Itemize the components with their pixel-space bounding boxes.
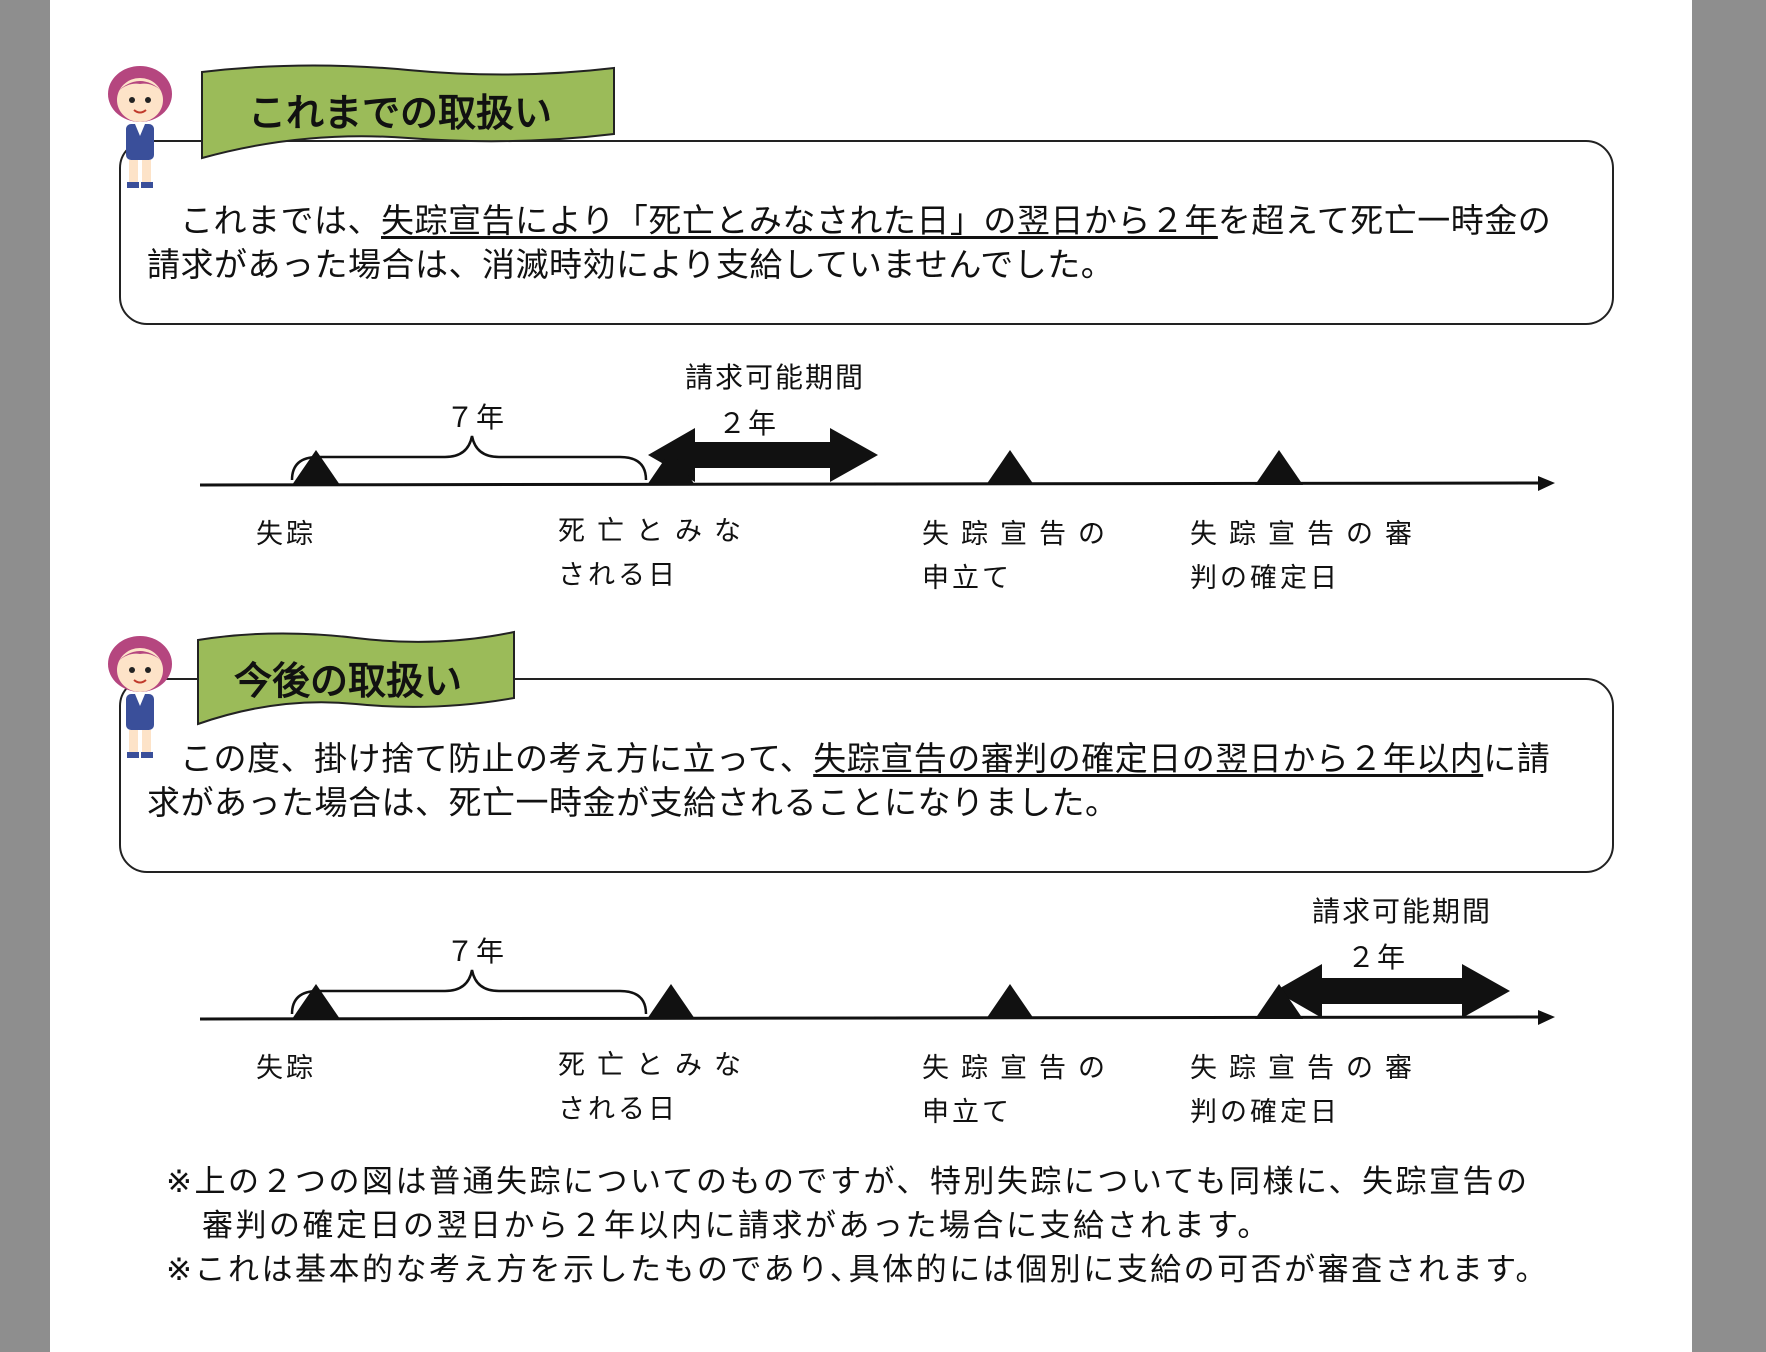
gap-years-1: ７年 — [446, 401, 507, 434]
point-deemed-death-2-line2: される日 — [558, 1094, 678, 1125]
section1-title-ribbon — [201, 64, 615, 160]
section2-title: 今後の取扱い — [234, 659, 463, 703]
point-deemed-death-2-line1: 死亡とみな — [558, 1050, 753, 1081]
point-ruling-date-2-line2: 判の確定日 — [1190, 1097, 1340, 1128]
footnote-2: ※これは基本的な考え方を示したものであり､具体的には個別に支給の可否が審査されま… — [166, 1252, 1550, 1288]
point-deemed-death-1-line1: 死亡とみな — [558, 516, 753, 547]
triangle-marker-icon — [647, 450, 695, 485]
double-arrow-icon — [648, 428, 878, 482]
timeline-diagram-1: 請求可能期間 ２年 ７年 失踪 死亡とみな される日 失踪宣告の 申立て 失踪宣… — [50, 350, 1692, 620]
double-arrow-icon — [1275, 964, 1510, 1018]
section2-box: この度、掛け捨て防止の考え方に立って、失踪宣告の審判の確定日の翌日から２年以内に… — [119, 678, 1614, 873]
triangle-marker-icon — [986, 984, 1034, 1019]
section1-box: これまでは、失踪宣告により「死亡とみなされた日」の翌日から２年を超えて死亡一時金… — [119, 140, 1614, 325]
section1-text-underlined: 失踪宣告により「死亡とみなされた日」の翌日から２年 — [381, 201, 1218, 240]
point-petition-2-line1: 失踪宣告の — [922, 1053, 1117, 1084]
point-disappearance-1: 失踪 — [256, 519, 316, 550]
section2-text-part2: に請 — [1483, 739, 1551, 778]
point-deemed-death-1-line2: される日 — [558, 560, 678, 591]
section1-text-part1: これまでは、 — [180, 201, 381, 240]
gap-years-2: ７年 — [446, 935, 507, 968]
section2-text-line2: 求があった場合は、死亡一時金が支給されることになりました。 — [147, 783, 1119, 822]
point-petition-1-line1: 失踪宣告の — [922, 519, 1117, 550]
triangle-marker-icon — [986, 450, 1034, 485]
section2-text-underlined: 失踪宣告の審判の確定日の翌日から２年以内 — [813, 739, 1484, 778]
woman-staff-icon — [108, 66, 172, 188]
point-ruling-date-1-line2: 判の確定日 — [1190, 563, 1340, 594]
period-years-1: ２年 — [718, 407, 779, 440]
point-petition-2: 失踪宣告の 申立て — [922, 1047, 1117, 1135]
triangle-marker-icon — [292, 984, 340, 1019]
point-ruling-date-2-line1: 失踪宣告の審 — [1190, 1053, 1424, 1084]
section1-title: これまでの取扱い — [248, 91, 553, 135]
section1-text: これまでは、失踪宣告により「死亡とみなされた日」の翌日から２年を超えて死亡一時金… — [147, 199, 1592, 287]
point-deemed-death-2: 死亡とみな される日 — [558, 1044, 753, 1132]
period-label-1: 請求可能期間 — [685, 361, 866, 394]
point-ruling-date-2: 失踪宣告の審 判の確定日 — [1190, 1047, 1424, 1135]
point-ruling-date-1: 失踪宣告の審 判の確定日 — [1190, 513, 1424, 601]
section2-text-part1: この度、掛け捨て防止の考え方に立って、 — [180, 739, 814, 778]
triangle-marker-icon — [1255, 450, 1303, 485]
section1-text-part2: を超えて死亡一時金の — [1217, 201, 1552, 240]
point-disappearance-2: 失踪 — [256, 1053, 316, 1084]
point-petition-1-line2: 申立て — [922, 563, 1012, 594]
document-page: これまでは、失踪宣告により「死亡とみなされた日」の翌日から２年を超えて死亡一時金… — [50, 0, 1692, 1352]
timeline-diagram-2: 請求可能期間 ２年 ７年 失踪 死亡とみな される日 失踪宣告の 申立て 失踪宣… — [50, 883, 1692, 1153]
point-petition-1: 失踪宣告の 申立て — [922, 513, 1117, 601]
timeline-1-graphic — [199, 428, 1555, 491]
footnotes: ※上の２つの図は普通失踪についてのものですが、特別失踪についても同様に、失踪宣告… — [166, 1160, 1636, 1292]
point-petition-2-line2: 申立て — [922, 1097, 1012, 1128]
point-deemed-death-1: 死亡とみな される日 — [558, 510, 753, 598]
point-ruling-date-1-line1: 失踪宣告の審 — [1190, 519, 1424, 550]
period-years-2: ２年 — [1347, 941, 1408, 974]
footnote-1-line1: ※上の２つの図は普通失踪についてのものですが、特別失踪についても同様に、失踪宣告… — [166, 1164, 1530, 1200]
triangle-marker-icon — [647, 984, 695, 1019]
section1-text-line2: 請求があった場合は、消滅時効により支給していませんでした。 — [147, 245, 1115, 284]
section2-text: この度、掛け捨て防止の考え方に立って、失踪宣告の審判の確定日の翌日から２年以内に… — [147, 737, 1592, 825]
triangle-marker-icon — [292, 450, 340, 485]
period-label-2: 請求可能期間 — [1312, 895, 1493, 928]
footnote-1-line2: 審判の確定日の翌日から２年以内に請求があった場合に支給されます。 — [202, 1208, 1271, 1244]
timeline-2-graphic — [199, 964, 1555, 1025]
woman-staff-icon — [108, 636, 172, 758]
triangle-marker-icon — [1255, 984, 1303, 1019]
section2-title-ribbon — [197, 630, 515, 726]
